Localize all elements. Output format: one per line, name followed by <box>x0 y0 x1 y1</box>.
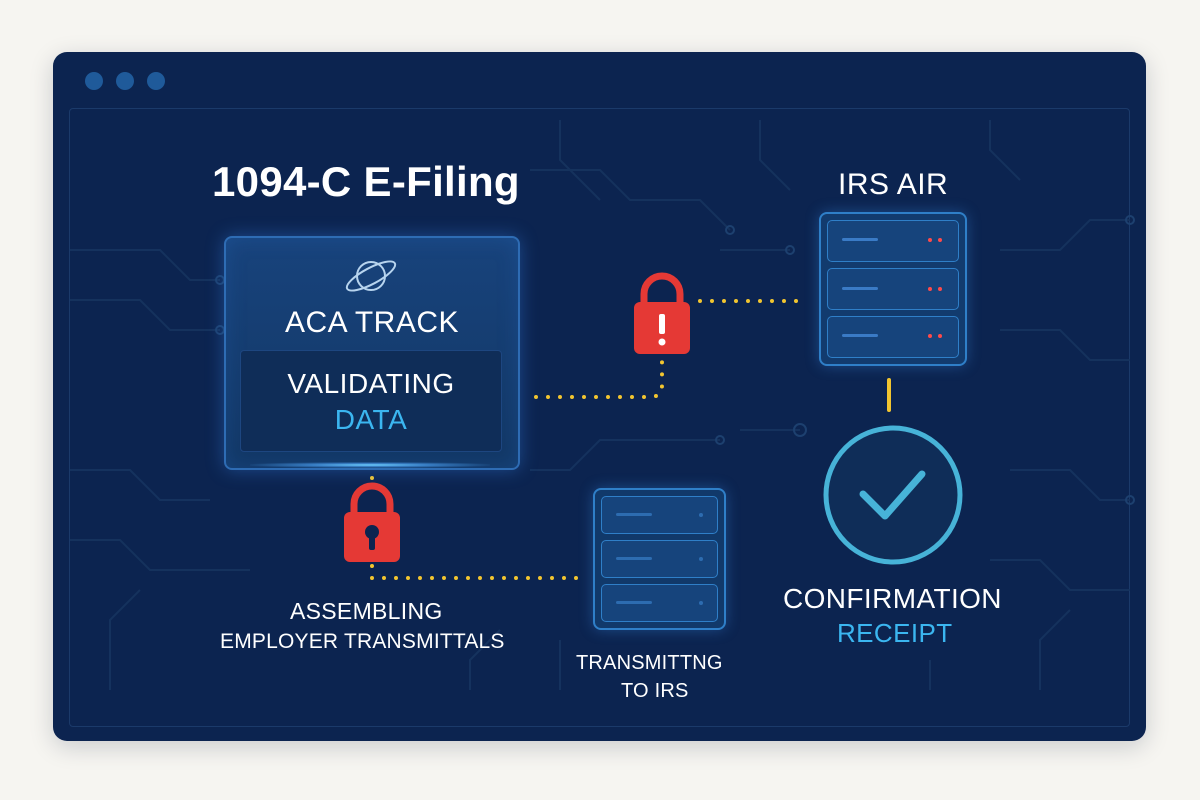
server-icon <box>819 212 967 366</box>
irs-air-label: IRS AIR <box>838 168 949 201</box>
aca-track-label: ACA TRACK <box>285 306 459 339</box>
content-frame <box>69 108 1130 727</box>
receipt-label: RECEIPT <box>837 618 953 648</box>
window-dot-minimize[interactable] <box>116 72 134 90</box>
server-unit <box>601 496 718 534</box>
assembling-label: ASSEMBLING <box>290 598 443 624</box>
lock-icon <box>634 272 690 354</box>
checkmark-circle-icon <box>823 425 963 565</box>
validating-label: VALIDATING <box>287 368 455 399</box>
to-irs-label: TO IRS <box>621 680 689 702</box>
server-unit <box>601 540 718 578</box>
confirmation-label: CONFIRMATION <box>783 583 1002 614</box>
server-unit <box>827 220 959 262</box>
connector-aca-to-lock <box>534 356 664 399</box>
page-title: 1094-C E-Filing <box>212 158 520 205</box>
card-glow-bar <box>250 462 490 468</box>
connectors <box>370 299 802 580</box>
circuit-nodes <box>215 215 1135 505</box>
connector-assembling-to-transmitting <box>370 564 582 580</box>
server-unit <box>827 268 959 310</box>
validating-panel <box>240 350 502 452</box>
window-controls <box>85 72 165 90</box>
window-dot-maximize[interactable] <box>147 72 165 90</box>
employer-transmittals-label: EMPLOYER TRANSMITTALS <box>220 630 505 653</box>
transmitting-label: TRANSMITTNG <box>576 652 723 674</box>
server-unit <box>827 316 959 358</box>
lock-icon <box>344 482 400 562</box>
server-unit <box>601 584 718 622</box>
server-icon <box>593 488 726 630</box>
window-dot-close[interactable] <box>85 72 103 90</box>
validating-data-label: DATA <box>334 404 408 435</box>
circuit-background <box>70 120 1130 690</box>
